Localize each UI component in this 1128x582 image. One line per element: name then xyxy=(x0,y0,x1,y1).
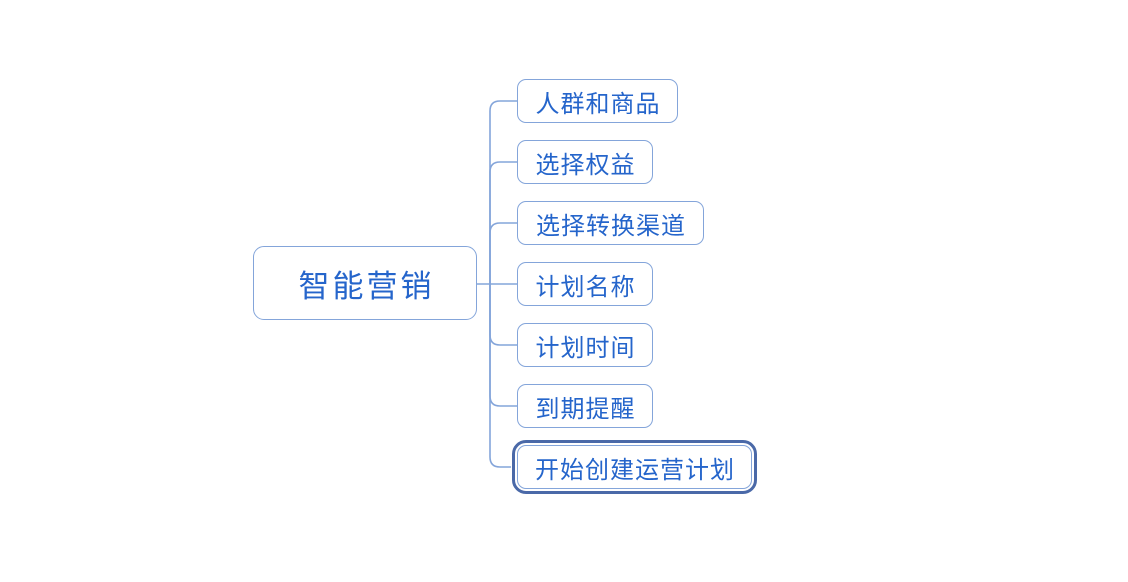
subtopic-5[interactable]: 到期提醒 xyxy=(517,384,653,428)
subtopic-4[interactable]: 计划时间 xyxy=(517,323,653,367)
subtopic-label: 计划名称 xyxy=(535,274,636,301)
connector-root-to-subtopic-0 xyxy=(489,100,517,284)
connector-root-to-subtopic-6 xyxy=(489,284,511,468)
connector-root-to-subtopic-5 xyxy=(489,284,517,407)
root-topic-label: 智能营销 xyxy=(298,268,435,304)
subtopic-0[interactable]: 人群和商品 xyxy=(517,79,678,123)
connector-root-to-subtopic-4 xyxy=(489,284,517,346)
subtopic-2[interactable]: 选择转换渠道 xyxy=(517,201,704,245)
subtopic-3[interactable]: 计划名称 xyxy=(517,262,653,306)
subtopic-1[interactable]: 选择权益 xyxy=(517,140,653,184)
connector-root-to-subtopic-1 xyxy=(489,161,517,284)
subtopic-label: 选择权益 xyxy=(535,152,636,179)
subtopic-label: 计划时间 xyxy=(535,335,636,362)
subtopic-label: 选择转换渠道 xyxy=(536,213,686,240)
subtopic-label: 到期提醒 xyxy=(535,396,636,423)
root-topic[interactable]: 智能营销 xyxy=(253,246,477,320)
connector-root-to-subtopic-2 xyxy=(489,222,517,284)
subtopic-6[interactable]: 开始创建运营计划 xyxy=(512,440,757,494)
subtopic-label: 开始创建运营计划 xyxy=(535,457,735,484)
subtopic-label: 人群和商品 xyxy=(535,91,661,118)
